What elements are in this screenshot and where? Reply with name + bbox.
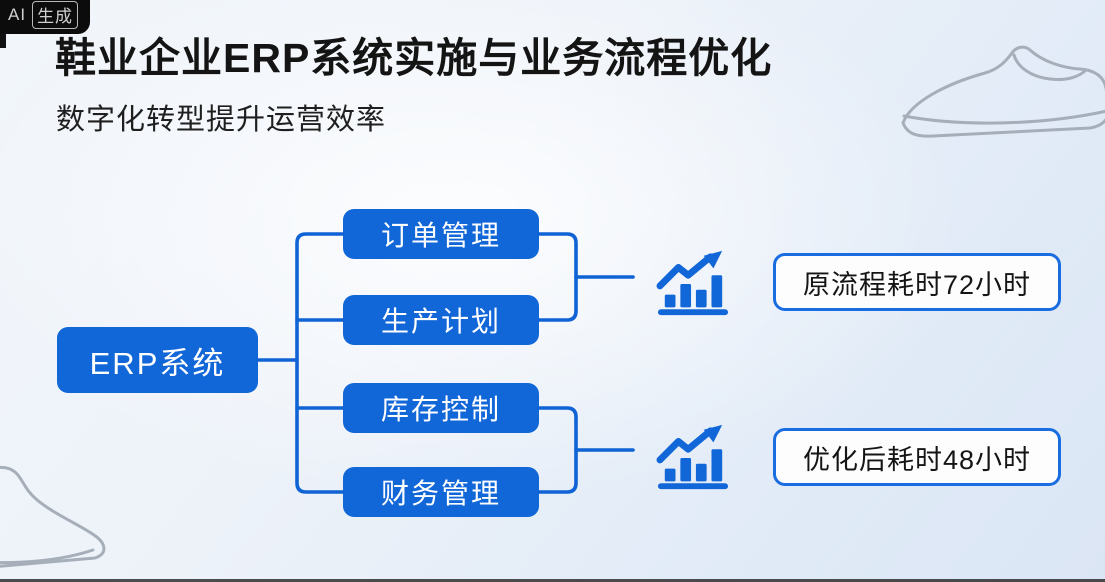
erp-root-node: ERP系统	[57, 327, 258, 393]
bottom-edge-strip	[0, 579, 1105, 582]
result-box-after: 优化后耗时48小时	[773, 428, 1061, 486]
module-node-production: 生产计划	[343, 295, 539, 345]
shoe-outline-icon	[0, 466, 106, 568]
module-node-order: 订单管理	[343, 209, 539, 259]
result-box-before: 原流程耗时72小时	[773, 253, 1061, 311]
page-title: 鞋业企业ERP系统实施与业务流程优化	[55, 35, 773, 81]
growth-chart-icon	[656, 250, 729, 316]
edge-artifact	[0, 31, 6, 48]
module-node-inventory: 库存控制	[343, 383, 539, 433]
page-subtitle: 数字化转型提升运营效率	[56, 104, 387, 136]
connector-right-bracket-bottom	[537, 406, 578, 494]
connector-right-bracket-top	[537, 232, 578, 322]
badge-boxed-label: 生成	[32, 1, 79, 29]
dress-shoe-outline-icon	[901, 45, 1105, 138]
badge-prefix: AI	[8, 5, 27, 24]
module-node-finance: 财务管理	[343, 467, 539, 517]
connector-left-bracket	[295, 232, 345, 494]
ai-generated-badge: AI 生成	[0, 0, 91, 34]
growth-chart-icon	[656, 424, 729, 490]
